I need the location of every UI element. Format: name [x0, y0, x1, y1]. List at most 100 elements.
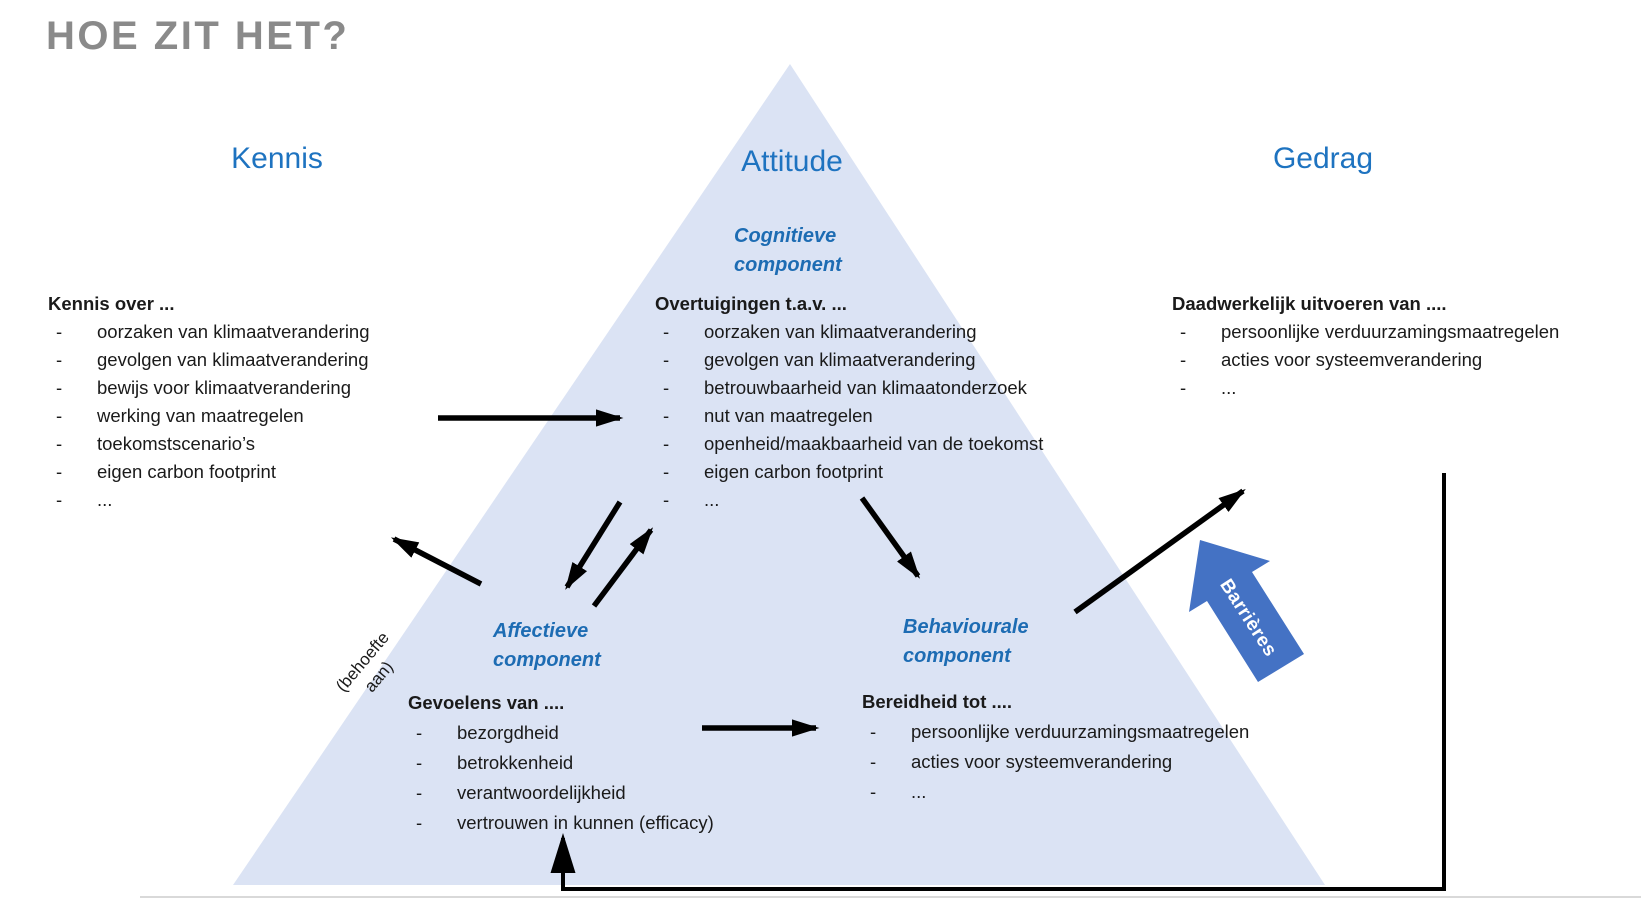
list-item-text: betrouwbaarheid van klimaatonderzoek — [704, 377, 1027, 398]
affective-component-line2: component — [493, 649, 601, 671]
bereidheid-list-header: Bereidheid tot .... — [862, 691, 1013, 712]
gevoelens-list: Gevoelens van .... - bezorgdheid - betrokk… — [408, 688, 714, 838]
list-item-text: ... — [911, 781, 927, 802]
list-item-text: gevolgen van klimaatverandering — [97, 349, 369, 370]
bullet-dash: - — [56, 433, 63, 454]
bullet-dash: - — [870, 781, 877, 802]
list-item-text: vertrouwen in kunnen (efficacy) — [457, 812, 714, 833]
kennis-list: Kennis over ... - oorzaken van klimaatver… — [48, 290, 370, 514]
heading-attitude: Attitude — [741, 145, 843, 178]
bullet-dash: - — [416, 722, 423, 743]
list-item: - gevolgen van klimaatverandering — [655, 346, 1043, 374]
gedrag-list: Daadwerkelijk uitvoeren van .... - persoo… — [1172, 290, 1559, 402]
list-item-text: acties voor systeemverandering — [911, 751, 1173, 772]
list-item: - bewijs voor klimaatverandering — [48, 374, 370, 402]
list-item: -... — [48, 486, 370, 514]
list-item: - persoonlijke verduurzamingsmaatregelen — [1172, 318, 1559, 346]
kennis-list-header: Kennis over ... — [48, 293, 175, 314]
overtuigingen-list: Overtuigingen t.a.v. ... -oorzaken van k… — [655, 290, 1043, 514]
gedrag-list-header: Daadwerkelijk uitvoeren van .... — [1172, 293, 1447, 314]
arrow-behavioural-to-gedrag — [1073, 488, 1246, 615]
bullet-dash: - — [1180, 377, 1187, 398]
list-item: - openheid/maakbaarheid van de toekomst — [655, 430, 1043, 458]
bullet-dash: - — [870, 751, 877, 772]
bullet-dash: - — [56, 321, 63, 342]
list-item: - gevolgen van klimaatverandering — [48, 346, 370, 374]
list-item: - acties voor systeemverandering — [1172, 346, 1559, 374]
list-item: - betrokkenheid — [408, 748, 714, 778]
attitude-triangle-shape — [233, 64, 1325, 885]
heading-kennis: Kennis — [231, 142, 323, 175]
bullet-dash: - — [1180, 349, 1187, 370]
bullet-dash: - — [663, 433, 670, 454]
barriers-arrow: Barrières — [1189, 540, 1304, 682]
list-item: - vertrouwen in kunnen (efficacy) — [408, 808, 714, 838]
cognitive-component-line2: component — [734, 254, 842, 276]
list-item-text: toekomstscenario’s — [97, 433, 256, 454]
list-item-text: gevolgen van klimaatverandering — [704, 349, 976, 370]
arrow-behoefte-to-kennis — [390, 536, 483, 587]
list-item-text: persoonlijke verduurzamingsmaatregelen — [1221, 321, 1560, 342]
bullet-dash: - — [870, 721, 877, 742]
bullet-dash: - — [1180, 321, 1187, 342]
cognitive-component-line1: Cognitieve — [734, 225, 837, 247]
list-item-text: nut van maatregelen — [704, 405, 873, 426]
list-item: -betrouwbaarheid van klimaatonderzoek — [655, 374, 1043, 402]
behavioural-component-label: Behaviourale component — [903, 613, 1029, 671]
arrow-cognitive-to-affective — [564, 500, 623, 590]
bottom-divider-line — [140, 896, 1641, 898]
list-item: - acties voor systeemverandering — [862, 747, 1249, 777]
list-item-text: persoonlijke verduurzamingsmaatregelen — [911, 721, 1250, 742]
bullet-dash: - — [416, 752, 423, 773]
bereidheid-list: Bereidheid tot .... - persoonlijke verduu… — [862, 687, 1249, 807]
bullet-dash: - — [663, 321, 670, 342]
list-item-text: eigen carbon footprint — [704, 461, 883, 482]
list-item: - oorzaken van klimaatverandering — [48, 318, 370, 346]
bullet-dash: - — [416, 812, 423, 833]
bullet-dash: - — [56, 377, 63, 398]
list-item-text: ... — [1221, 377, 1237, 398]
affective-component-line1: Affectieve — [493, 620, 589, 642]
arrow-cognitive-to-behavioural — [859, 496, 921, 579]
behavioural-component-line2: component — [903, 645, 1011, 667]
list-item: - eigen carbon footprint — [655, 458, 1043, 486]
list-item-text: bewijs voor klimaatverandering — [97, 377, 351, 398]
bullet-dash: - — [416, 782, 423, 803]
gevoelens-list-header: Gevoelens van .... — [408, 692, 565, 713]
arrow-affective-to-cognitive — [591, 527, 654, 608]
list-item: -... — [862, 777, 1249, 807]
affective-component-label: Affectieve component — [493, 617, 601, 675]
list-item: -oorzaken van klimaatverandering — [655, 318, 1043, 346]
bullet-dash: - — [663, 349, 670, 370]
page-title: HOE ZIT HET? — [46, 14, 350, 58]
bullet-dash: - — [663, 461, 670, 482]
list-item: - nut van maatregelen — [655, 402, 1043, 430]
barriers-arrow-shape — [1189, 540, 1304, 682]
list-item: - persoonlijke verduurzamingsmaatregelen — [862, 717, 1249, 747]
bullet-dash: - — [56, 489, 63, 510]
bullet-dash: - — [56, 405, 63, 426]
cognitive-component-label: Cognitieve component — [734, 222, 842, 280]
list-item-text: openheid/maakbaarheid van de toekomst — [704, 433, 1044, 454]
list-item: - bezorgdheid — [408, 718, 714, 748]
list-item-text: bezorgdheid — [457, 722, 559, 743]
list-item-text: oorzaken van klimaatverandering — [97, 321, 370, 342]
list-item-text: acties voor systeemverandering — [1221, 349, 1483, 370]
list-item: -... — [1172, 374, 1559, 402]
list-item: - toekomstscenario’s — [48, 430, 370, 458]
bullet-dash: - — [663, 405, 670, 426]
list-item-text: ... — [704, 489, 720, 510]
list-item-text: betrokkenheid — [457, 752, 574, 773]
overtuigingen-list-header: Overtuigingen t.a.v. ... — [655, 293, 847, 314]
bullet-dash: - — [663, 489, 670, 510]
list-item-text: werking van maatregelen — [97, 405, 304, 426]
list-item: -verantwoordelijkheid — [408, 778, 714, 808]
behavioural-component-line1: Behaviourale — [903, 616, 1029, 638]
list-item: -eigen carbon footprint — [48, 458, 370, 486]
bullet-dash: - — [56, 349, 63, 370]
feedback-loop-arrow — [550, 473, 1446, 891]
list-item-text: ... — [97, 489, 113, 510]
list-item: -... — [655, 486, 1043, 514]
